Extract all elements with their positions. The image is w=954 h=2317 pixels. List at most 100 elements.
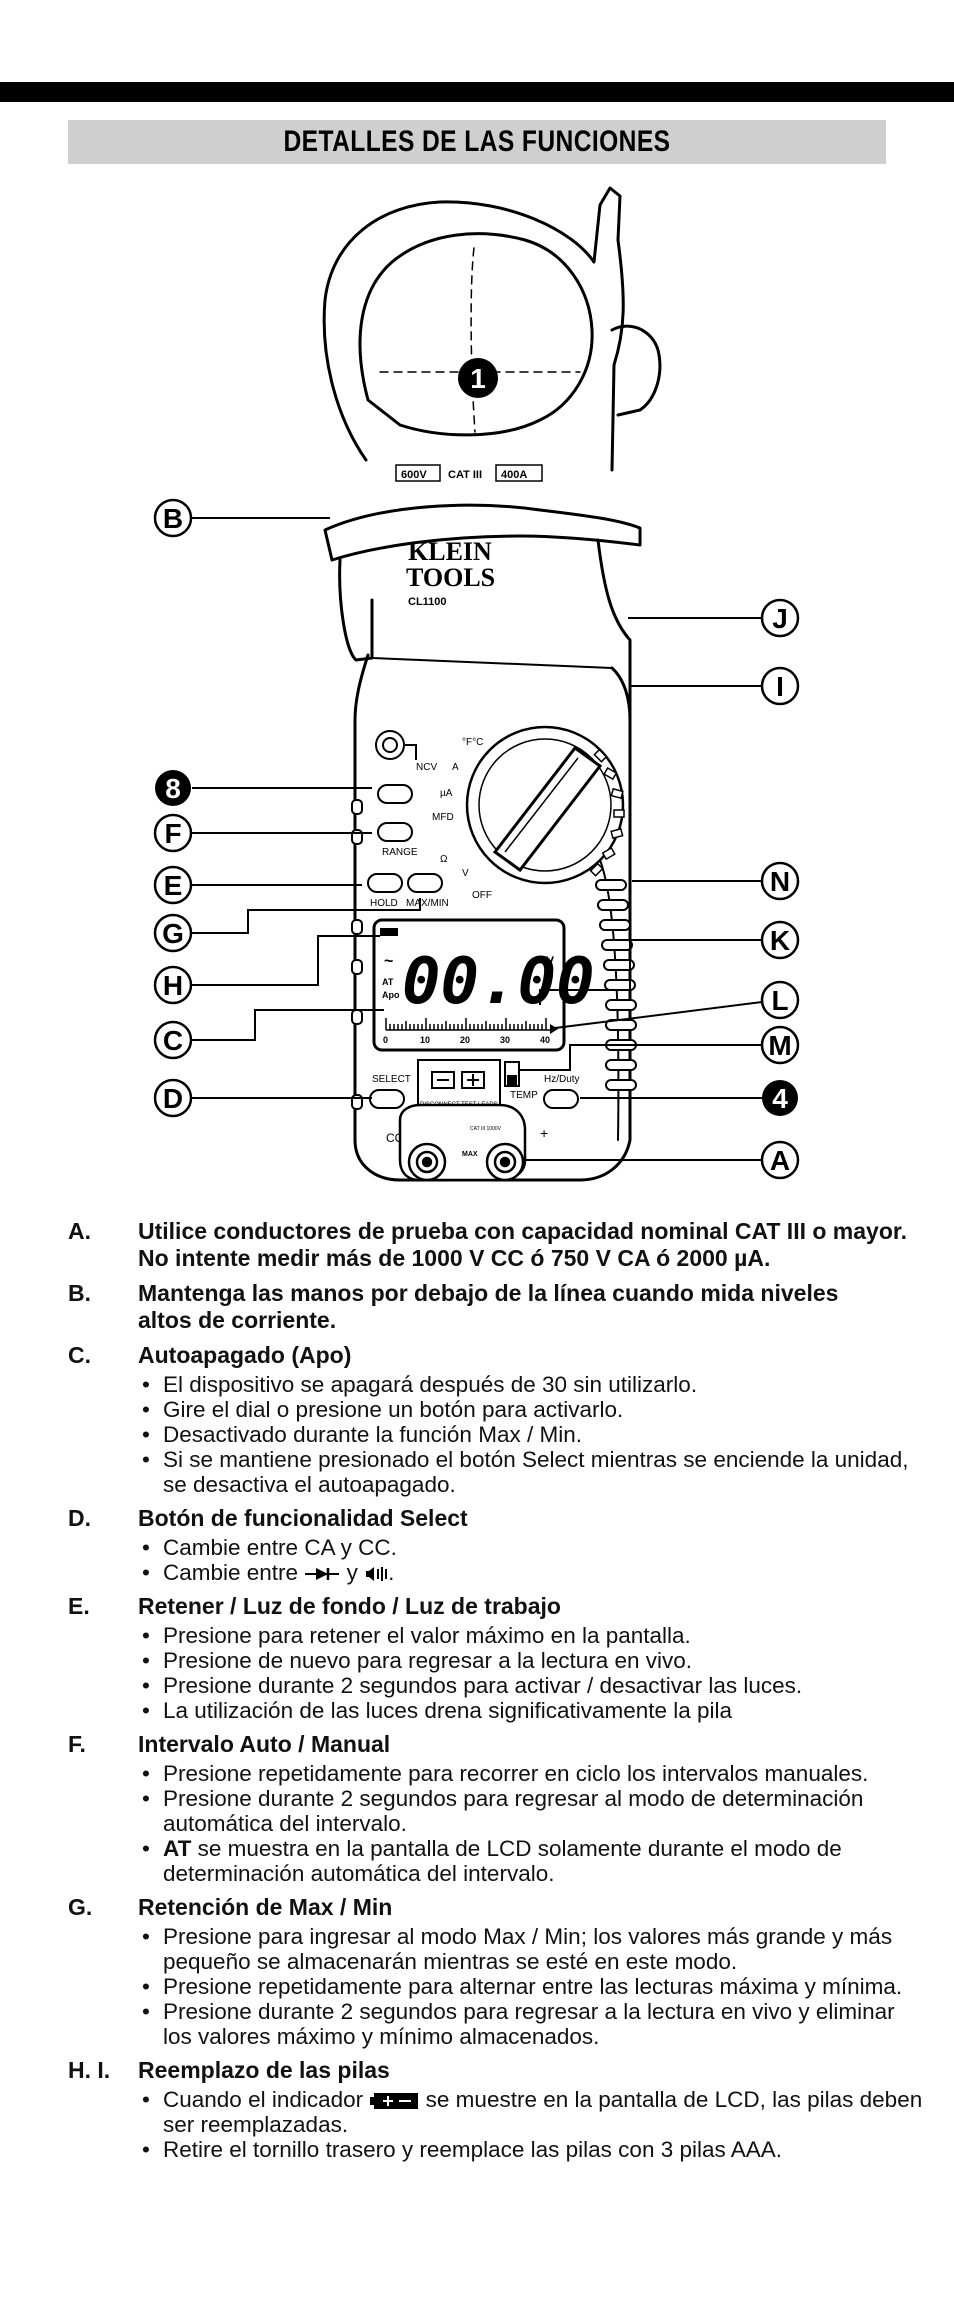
left-bumps (351, 799, 363, 1110)
list-item-text: se muestre en la pantalla de LCD, las pi… (163, 2087, 923, 2137)
list-item: Presione durante 2 segundos para activar… (138, 1673, 928, 1698)
callout-8: 8 (155, 770, 191, 806)
callout-d: D (153, 1078, 193, 1118)
section-a: A. Utilice conductores de prueba con cap… (68, 1218, 928, 1272)
input-jacks (398, 1103, 527, 1182)
section-title: Botón de funcionalidad Select (138, 1505, 468, 1531)
lcd-ac: ~ (384, 953, 393, 970)
section-letter: F. (68, 1731, 86, 1757)
list-item: Gire el dial o presione un botón para ac… (138, 1397, 928, 1422)
bar-tick-10: 10 (420, 1035, 430, 1045)
section-title: Autoapagado (Apo) (138, 1342, 352, 1368)
meter-body (353, 653, 632, 1182)
callout-1: 1 (458, 358, 498, 398)
diode-icon (305, 1568, 340, 1581)
jaw-opening (358, 232, 594, 437)
section-f: F. Intervalo Auto / Manual Presione repe… (68, 1731, 928, 1886)
svg-text:C: C (163, 1025, 183, 1056)
list-item: Cambie entre y . (138, 1560, 928, 1585)
maxmin-button (407, 873, 443, 893)
section-title: Reemplazo de las pilas (138, 2057, 390, 2083)
section-letter: C. (68, 1342, 91, 1368)
continuity-icon (366, 1567, 388, 1582)
section-title-line: Utilice conductores de prueba con capaci… (138, 1218, 907, 1244)
brand-klein: KLEIN (408, 537, 492, 566)
section-b: B. Mantenga las manos por debajo de la l… (68, 1280, 928, 1334)
callout-g: G (153, 913, 193, 953)
list-item: Presione de nuevo para regresar a la lec… (138, 1648, 928, 1673)
svg-text:F: F (164, 818, 181, 849)
section-letter: A. (68, 1218, 91, 1244)
ncv-sensor (375, 730, 405, 760)
label-dial-ua: µA (440, 788, 453, 799)
list-item-text: . (388, 1560, 395, 1585)
hand-guard (323, 503, 642, 562)
list-item: Presione durante 2 segundos para regresa… (138, 1999, 928, 2049)
section-title-line: altos de corriente. (138, 1307, 337, 1333)
list-item-text: se muestra en la pantalla de LCD solamen… (163, 1836, 842, 1886)
svg-text:B: B (163, 503, 183, 534)
callout-4: 4 (762, 1080, 798, 1116)
label-ncv: NCV (416, 762, 437, 773)
list-item: Retire el tornillo trasero y reemplace l… (138, 2137, 928, 2162)
label-hold: HOLD (370, 898, 398, 909)
list-item: La utilización de las luces drena signif… (138, 1698, 928, 1723)
rating-600v: 600V (401, 469, 427, 481)
section-title-line: Mantenga las manos por debajo de la líne… (138, 1280, 839, 1306)
rating-400a: 400A (501, 469, 527, 481)
list-item: Cambie entre CA y CC. (138, 1535, 928, 1560)
callout-c: C (153, 1020, 193, 1060)
label-cat-small: CAT III 1000V (470, 1126, 502, 1132)
range-button (377, 822, 413, 842)
label-dial-ohm: Ω (440, 854, 448, 865)
list-item: Presione para ingresar al modo Max / Min… (138, 1924, 928, 1974)
list-item: Presione repetidamente para recorrer en … (138, 1761, 928, 1786)
svg-text:E: E (164, 870, 183, 901)
svg-text:1: 1 (470, 363, 486, 394)
label-dial-temp: °F°C (462, 737, 483, 748)
callout-k: K (760, 920, 800, 960)
brand-tools: TOOLS (406, 563, 495, 592)
label-range: RANGE (382, 847, 418, 858)
callout-i: I (760, 666, 800, 706)
clamp-meter-diagram: 600V CAT III 400A KLEIN TOOLS CL1100 (153, 186, 800, 1182)
section-letter: D. (68, 1505, 91, 1531)
list-item-text: Cambie entre (163, 1560, 299, 1585)
battery-area (417, 1059, 520, 1111)
callout-b: B (153, 498, 193, 538)
list-item-text: y (346, 1560, 358, 1585)
svg-text:A: A (770, 1145, 790, 1176)
bar-tick-40: 40 (540, 1035, 550, 1045)
label-select: SELECT (372, 1074, 411, 1085)
callout-f: F (153, 813, 193, 853)
lcd-display: ~ AT Apo 00.00 V (372, 918, 595, 1052)
svg-text:D: D (163, 1083, 183, 1114)
lcd-bargraph (385, 1018, 550, 1031)
body-upper (338, 538, 632, 722)
hold-button (367, 873, 403, 893)
list-item: AT se muestra en la pantalla de LCD sola… (138, 1836, 928, 1886)
svg-text:4: 4 (772, 1083, 788, 1114)
section-title: Intervalo Auto / Manual (138, 1731, 391, 1757)
rating-cat: CAT III (448, 469, 482, 481)
select-button (369, 1089, 405, 1109)
svg-text:8: 8 (165, 773, 181, 804)
callout-j: J (760, 598, 800, 638)
list-item-bold: AT (163, 1836, 192, 1861)
svg-text:K: K (770, 925, 790, 956)
label-hzduty: Hz/Duty (544, 1074, 580, 1085)
svg-text:N: N (770, 866, 790, 897)
lcd-at: AT (382, 977, 394, 987)
section-letter: G. (68, 1894, 93, 1920)
list-item: El dispositivo se apagará después de 30 … (138, 1372, 928, 1397)
label-dial-mfd: MFD (432, 812, 454, 823)
callout-e: E (153, 865, 193, 905)
svg-text:I: I (776, 671, 784, 702)
label-off: OFF (472, 890, 492, 901)
list-item-text: Cuando el indicador (163, 2087, 364, 2112)
jaw-trigger (610, 324, 662, 417)
bar-tick-30: 30 (500, 1035, 510, 1045)
label-dial-a: A (452, 762, 459, 773)
list-item: Cuando el indicador se muestre en la pan… (138, 2087, 928, 2137)
lcd-reading: 00.00 (402, 945, 595, 1019)
